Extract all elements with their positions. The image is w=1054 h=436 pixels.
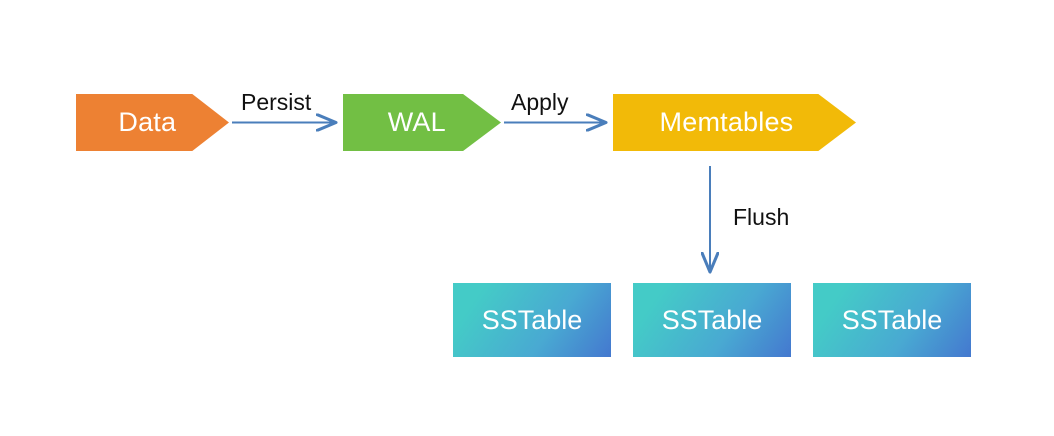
edge-label-apply: Apply	[511, 89, 569, 115]
edge-label-flush: Flush	[733, 204, 790, 230]
sstable-box-3[interactable]: SSTable	[813, 283, 971, 357]
sstable-box-2-label: SSTable	[661, 304, 763, 335]
sstable-box-2[interactable]: SSTable	[633, 283, 791, 357]
node-wal-label: WAL	[387, 107, 446, 137]
node-wal[interactable]: WAL	[343, 94, 501, 151]
node-data-label: Data	[118, 107, 177, 137]
sstable-box-1-label: SSTable	[481, 304, 583, 335]
node-memtables[interactable]: Memtables	[613, 94, 856, 151]
edge-label-persist: Persist	[241, 89, 312, 115]
node-data[interactable]: Data	[76, 94, 229, 151]
sstable-box-3-label: SSTable	[841, 304, 943, 335]
node-memtables-label: Memtables	[659, 107, 794, 137]
sstable-box-1[interactable]: SSTable	[453, 283, 611, 357]
